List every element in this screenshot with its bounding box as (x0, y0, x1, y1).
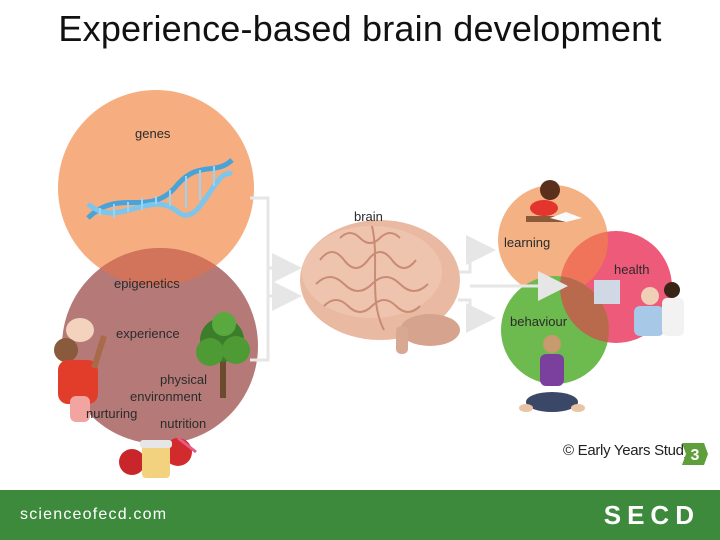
early-years-study-credit: © Early Years Study (563, 442, 691, 459)
experience-label: experience (116, 326, 180, 341)
sitting-child-image (519, 335, 585, 412)
behaviour-label: behaviour (510, 314, 568, 329)
footer-site-link[interactable]: scienceofecd.com (20, 506, 168, 523)
epigenetics-label: epigenetics (114, 276, 180, 291)
genes-label: genes (135, 126, 171, 141)
fruit-image (119, 436, 197, 478)
dna-image (86, 158, 234, 220)
brain-label: brain (354, 209, 383, 224)
footer-bar: scienceofecd.com SECD (0, 490, 720, 540)
genes-circle (58, 90, 254, 286)
brain-image (300, 220, 460, 354)
tree-image (196, 312, 250, 398)
study-badge-number: 3 (691, 447, 700, 464)
footer-brand-logo: SECD (603, 500, 700, 530)
doctor-patient-image (594, 280, 684, 336)
nurturing-label: nurturing (86, 406, 138, 421)
learning-health-overlap (560, 231, 608, 295)
behaviour-health-overlap (560, 276, 609, 343)
experience-circle (62, 248, 258, 444)
reading-child-image (526, 180, 582, 222)
study-badge-icon: 3 (682, 443, 708, 465)
input-bracket (250, 196, 302, 362)
page-title: Experience-based brain development (58, 8, 662, 49)
family-image (54, 318, 107, 422)
learning-label: learning (504, 235, 551, 250)
environment-label: environment (130, 389, 202, 404)
physical-label: physical (160, 372, 207, 387)
nutrition-label: nutrition (160, 416, 207, 431)
health-label: health (614, 262, 650, 277)
output-bracket (458, 235, 568, 333)
